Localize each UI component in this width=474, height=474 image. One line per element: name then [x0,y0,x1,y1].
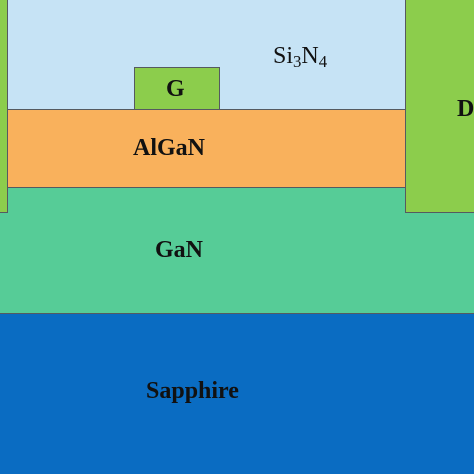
sapphire-substrate-layer [0,313,474,474]
drain-electrode [405,0,474,213]
si3n4-label: Si3N4 [273,43,328,72]
source-electrode [0,0,8,213]
gate-electrode [134,67,220,110]
algan-barrier-layer [7,109,406,188]
gate-label: G [166,76,185,102]
gan-layer [0,187,474,314]
algan-label: AlGaN [133,135,205,161]
sapphire-label: Sapphire [146,378,239,404]
drain-label: D [457,96,474,122]
gan-label: GaN [155,237,203,263]
